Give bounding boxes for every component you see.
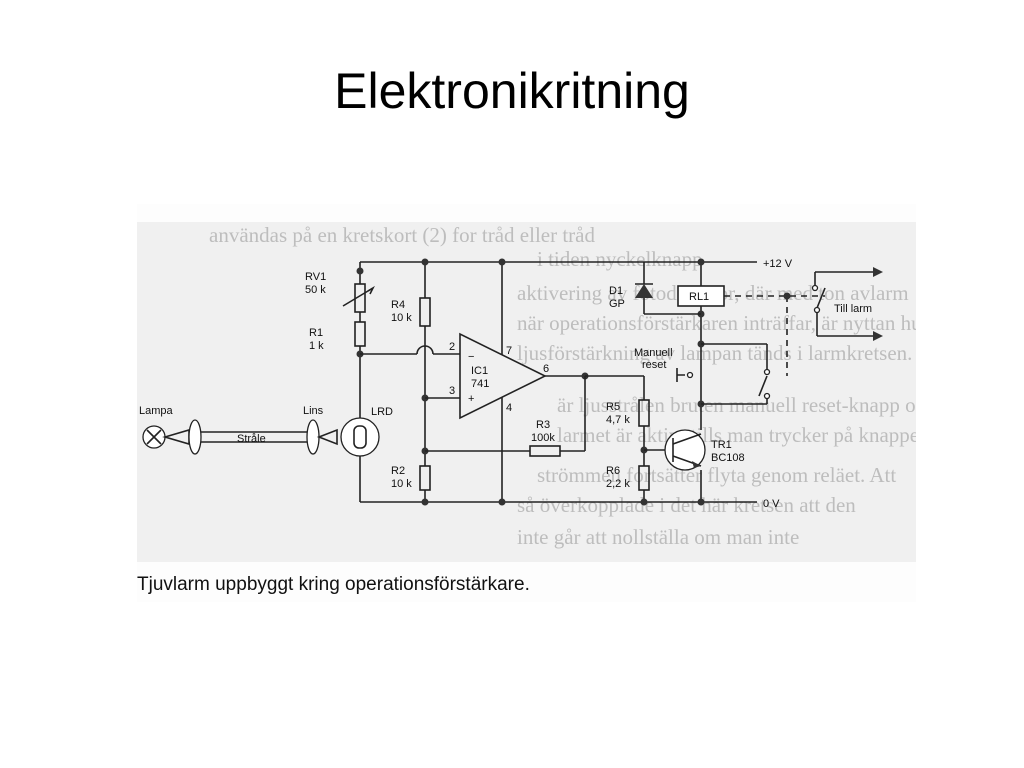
lrd-element [353, 425, 367, 449]
label-tr1-type: BC108 [711, 452, 745, 464]
bg-line-6: är ljusstrålen bruten manuell reset-knap… [557, 393, 916, 417]
bg-line-10: inte går att nollställa om man inte [517, 525, 799, 549]
bg-line-8: strömmen fortsätter flyta genom reläet. … [537, 463, 896, 487]
bg-line-1: användas på en kretskort (2) for tråd el… [209, 223, 595, 247]
contact-lever [816, 287, 826, 309]
lamp-cross [146, 429, 162, 445]
label-reset: reset [642, 359, 666, 371]
output-arrow-lower [873, 331, 883, 341]
label-pin7: 7 [506, 345, 512, 357]
lrd-body [340, 417, 380, 457]
beam-cone-right [316, 428, 338, 446]
bg-line-4: när operationsförstärkaren inträffar, är… [517, 311, 916, 335]
reset-lever [758, 375, 768, 397]
label-r3-value: 100k [531, 432, 555, 444]
junction [783, 292, 791, 300]
label-r5: R5 [606, 401, 620, 413]
label-pin3: 3 [449, 385, 455, 397]
label-rv1-value: 50 k [305, 284, 326, 296]
label-strale: Stråle [237, 433, 266, 445]
label-r3: R3 [536, 419, 550, 431]
junction [356, 267, 364, 275]
junction [498, 258, 506, 266]
label-r2-value: 10 k [391, 478, 412, 490]
reset-contact-lower [763, 392, 771, 400]
label-r2: R2 [391, 465, 405, 477]
label-pin2: 2 [449, 341, 455, 353]
junction [421, 498, 429, 506]
label-lampa: Lampa [139, 405, 174, 417]
rv1-wiper-arrow [367, 285, 375, 295]
junction [421, 258, 429, 266]
tr1-collector [672, 433, 702, 445]
reset-contact [763, 368, 771, 376]
opamp-plus: + [468, 393, 474, 405]
reset-button [676, 368, 685, 382]
label-pin4: 4 [506, 402, 512, 414]
contact-point [811, 284, 819, 292]
label-0v: 0 V [763, 498, 780, 510]
label-r1: R1 [309, 327, 323, 339]
label-r4: R4 [391, 299, 405, 311]
tr1-emitter-arrow [692, 461, 701, 468]
junction [640, 498, 648, 506]
junction [498, 498, 506, 506]
label-lrd: LRD [371, 406, 393, 418]
junction [697, 258, 705, 266]
slide-title: Elektronikritning [334, 63, 690, 119]
bg-line-5: ljusförstärkning av lampan tänds i larmk… [517, 341, 916, 365]
junction [697, 498, 705, 506]
label-r6-value: 2,2 k [606, 478, 630, 490]
label-pin6: 6 [543, 363, 549, 375]
opamp-minus: − [468, 351, 474, 363]
lens-left [188, 419, 202, 455]
label-rv1: RV1 [305, 271, 326, 283]
circuit-diagram: användas på en kretskort (2) for tråd el… [137, 204, 916, 602]
label-d1-type: GP [609, 298, 625, 310]
label-12v: +12 V [763, 258, 793, 270]
contact-point-lower [813, 306, 821, 314]
label-rl1: RL1 [689, 291, 709, 303]
label-d1: D1 [609, 285, 623, 297]
reset-button-contact [686, 371, 694, 379]
label-tr1: TR1 [711, 439, 732, 451]
label-manuell: Manuell [634, 347, 673, 359]
output-arrow-upper [873, 267, 883, 277]
label-r1-value: 1 k [309, 340, 324, 352]
label-r5-value: 4,7 k [606, 414, 630, 426]
figure-caption: Tjuvlarm uppbyggt kring operationsförstä… [137, 574, 530, 595]
label-r4-value: 10 k [391, 312, 412, 324]
wire-crossover [416, 345, 434, 355]
bg-line-2: i tiden nyckelknapp [537, 247, 703, 271]
label-ic1-type: 741 [471, 378, 489, 390]
tr1-body [664, 429, 706, 471]
scan-paper [137, 222, 916, 562]
d1-symbol [635, 284, 653, 298]
label-till-larm: Till larm [834, 303, 872, 315]
label-ic1: IC1 [471, 365, 488, 377]
label-r6: R6 [606, 465, 620, 477]
label-lins: Lins [303, 405, 324, 417]
bg-line-9: så överkopplade i det här kretsen att de… [517, 493, 856, 517]
bg-line-7: larmet är aktivt tills man trycker på kn… [557, 423, 916, 447]
circuit-figure: användas på en kretskort (2) for tråd el… [137, 204, 916, 602]
